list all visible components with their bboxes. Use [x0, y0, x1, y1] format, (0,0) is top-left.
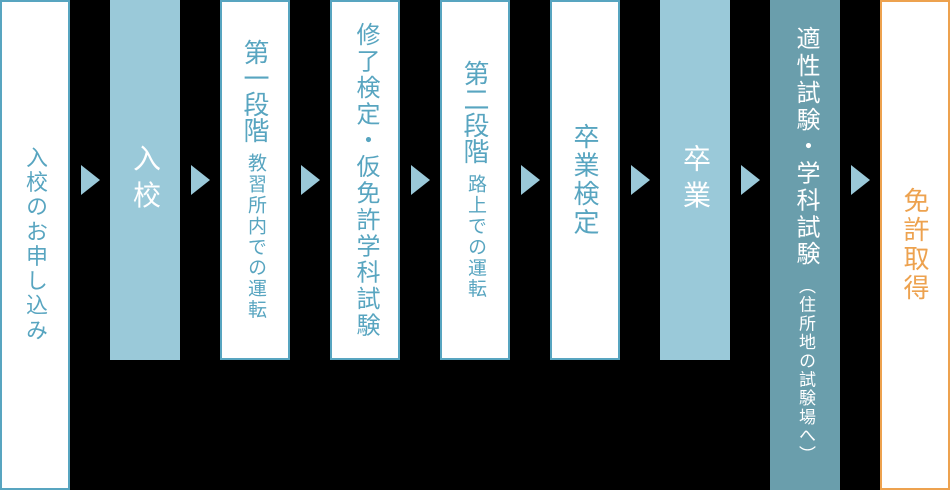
arrow-right-icon	[520, 165, 540, 195]
arrow-right-icon	[850, 165, 870, 195]
stage-sublabel: 教習所内での運転	[245, 153, 266, 321]
arrow-right-icon	[300, 165, 320, 195]
stage-completion-test: 修了検定・仮免許学科試験	[330, 0, 400, 360]
stage-label: 適性試験・学科試験	[792, 25, 819, 268]
flow-connector	[400, 0, 440, 195]
flow-connector	[730, 0, 770, 195]
stage-label: 第二段階	[460, 60, 490, 165]
stage-label: 第一段階	[240, 39, 270, 144]
stage-label: 修了検定・仮免許学科試験	[352, 21, 379, 339]
arrow-right-icon	[740, 165, 760, 195]
stage-sublabel: （住所地の試験場へ）	[796, 277, 815, 465]
arrow-right-icon	[630, 165, 650, 195]
arrow-right-icon	[80, 165, 100, 195]
arrow-right-icon	[410, 165, 430, 195]
stage-graduation-test: 卒業検定	[550, 0, 620, 360]
flow-connector	[840, 0, 880, 195]
flow-connector	[290, 0, 330, 195]
stage-label: 入校のお申し込み	[23, 146, 48, 344]
stage-application: 入校のお申し込み	[0, 0, 70, 490]
flow-connector	[180, 0, 220, 195]
stage-label: 卒業検定	[570, 122, 600, 238]
stage-label: 免許取得	[900, 186, 930, 304]
stage-enrollment: 入校	[110, 0, 180, 360]
flow-connector	[620, 0, 660, 195]
stage-second-stage: 第二段階路上での運転	[440, 0, 510, 360]
flow-connector	[70, 0, 110, 195]
stage-graduation: 卒業	[660, 0, 730, 360]
arrow-right-icon	[190, 165, 210, 195]
stage-first-stage: 第一段階教習所内での運転	[220, 0, 290, 360]
stage-label: 入校	[130, 143, 161, 217]
stage-aptitude-written-test: 適性試験・学科試験 （住所地の試験場へ）	[770, 0, 840, 490]
stage-sublabel: 路上での運転	[465, 174, 486, 300]
stage-license-acquired: 免許取得	[880, 0, 950, 490]
flow-connector	[510, 0, 550, 195]
stage-label: 卒業	[680, 143, 711, 217]
